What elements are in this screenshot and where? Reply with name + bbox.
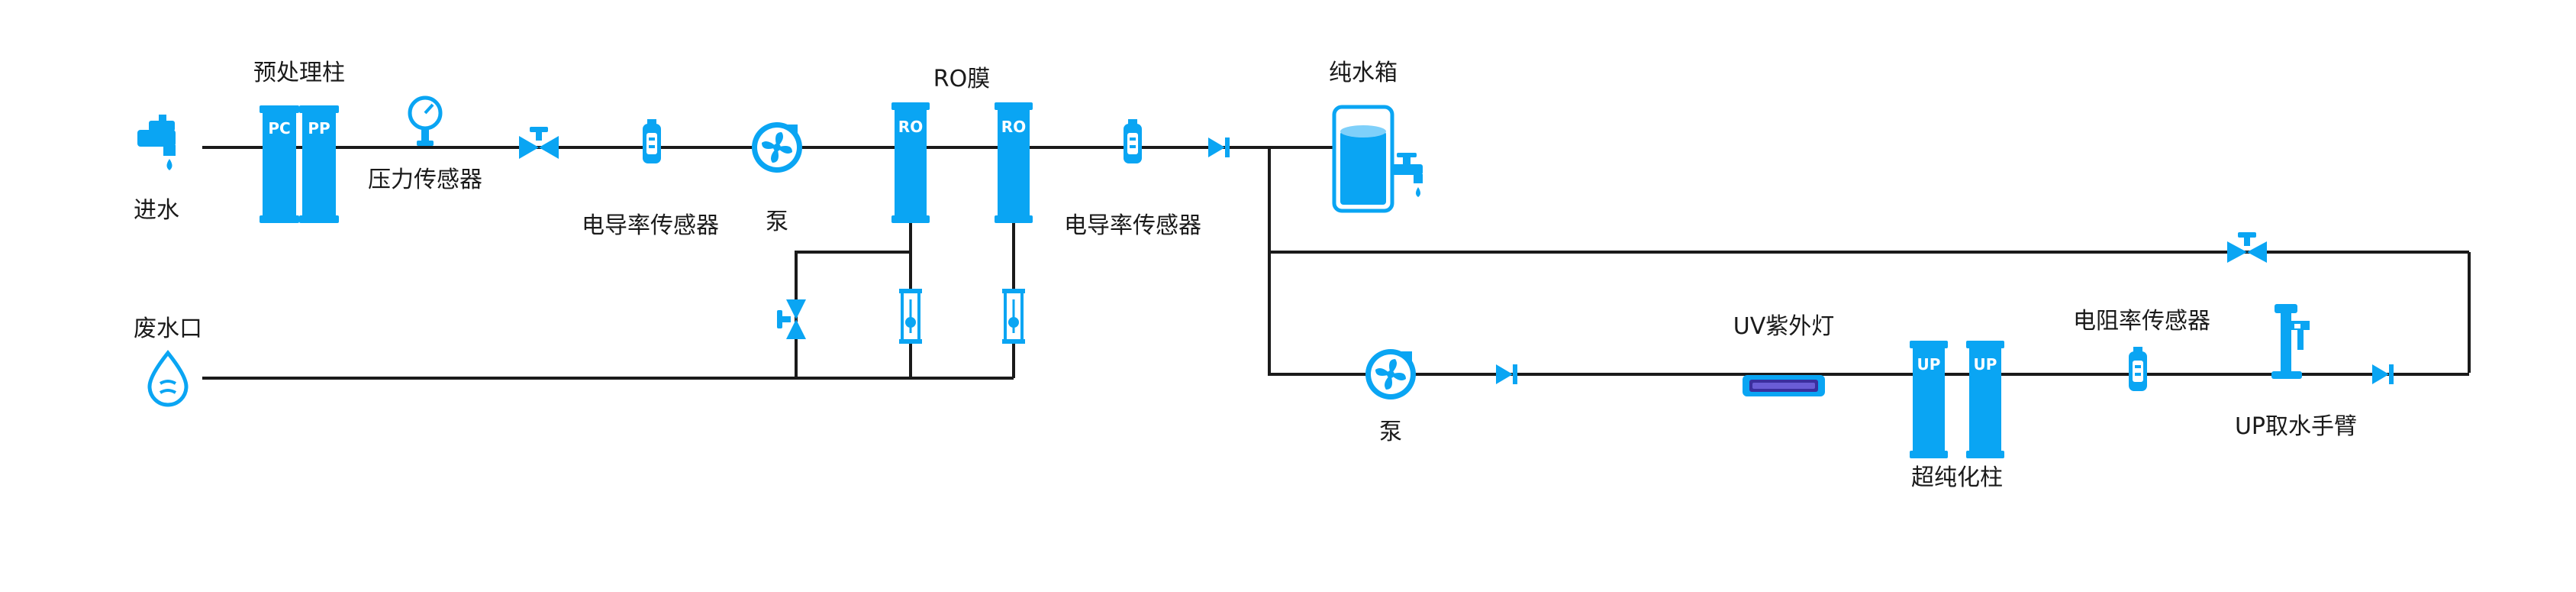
ultrapure-column-1-icon[interactable]: UP [1910,341,1948,458]
ultrapure-column-label: 超纯化柱 [1911,464,2003,491]
us-label-2: us [1122,169,1144,188]
flow-meter-2-icon[interactable] [1002,289,1025,344]
flow-meter-1-icon[interactable] [899,289,922,344]
pc-column-icon: PC [260,105,299,223]
water-inlet-tap-icon[interactable] [137,115,176,170]
inlet-valve-icon[interactable] [519,127,559,159]
pretreatment-label: 预处理柱 [253,60,345,86]
water-inlet-label: 进水 [134,197,179,224]
waste-outlet-label: 废水口 [134,315,202,342]
uv-lamp-icon[interactable] [1743,375,1825,396]
resistivity-sensor-icon[interactable]: MΩ [2123,347,2154,417]
up-dispenser-arm-icon[interactable] [2271,304,2310,379]
pure-water-tank-label: 纯水箱 [1329,60,1398,86]
up-dispenser-label: UP取水手臂 [2234,413,2358,440]
ro-membrane-1-icon[interactable]: RO [891,102,930,223]
ro-membrane-2-icon[interactable]: RO [995,102,1033,223]
ro-label-2: RO [1001,118,1026,136]
waste-outlet-icon[interactable] [147,349,189,407]
resistivity-sensor-label: 电阻率传感器 [2073,308,2210,335]
pure-water-tank-icon[interactable] [1332,105,1423,213]
bypass-pipe [795,251,911,378]
conductivity-sensor-2-icon[interactable]: us [1122,119,1144,188]
conductivity-sensor-2-label: 电导率传感器 [1064,212,1201,239]
ultrapure-column-2-icon[interactable]: UP [1966,341,2004,458]
mohm-label: MΩ [2123,398,2154,417]
bypass-valve-icon[interactable] [777,299,806,339]
pump-2-label: 泵 [1379,419,1402,445]
us-label-1: us [641,169,663,188]
pump-1-icon[interactable] [752,122,802,173]
conductivity-sensor-1-icon[interactable]: us [641,119,663,188]
pressure-sensor-label: 压力传感器 [368,167,482,193]
pc-label: PC [268,119,290,137]
check-valve-1-icon[interactable] [1208,137,1230,157]
check-valve-2-icon[interactable] [1496,364,1517,384]
up-label-1: UP [1917,355,1941,374]
ro-label-1: RO [898,118,923,136]
up-label-2: UP [1974,355,1997,374]
pump-2-icon[interactable] [1365,349,1416,400]
return-valve-icon[interactable] [2227,232,2267,263]
pretreatment-columns[interactable]: PC PP [260,105,339,223]
pressure-gauge-icon[interactable] [408,95,443,146]
pp-label: PP [308,119,330,137]
ro-membrane-label: RO膜 [933,66,991,92]
pp-column-icon: PP [299,105,339,223]
conductivity-sensor-1-label: 电导率传感器 [582,212,719,239]
pump-1-label: 泵 [766,209,788,235]
check-valve-3-icon[interactable] [2372,364,2394,384]
uv-lamp-label: UV紫外灯 [1733,313,1835,340]
